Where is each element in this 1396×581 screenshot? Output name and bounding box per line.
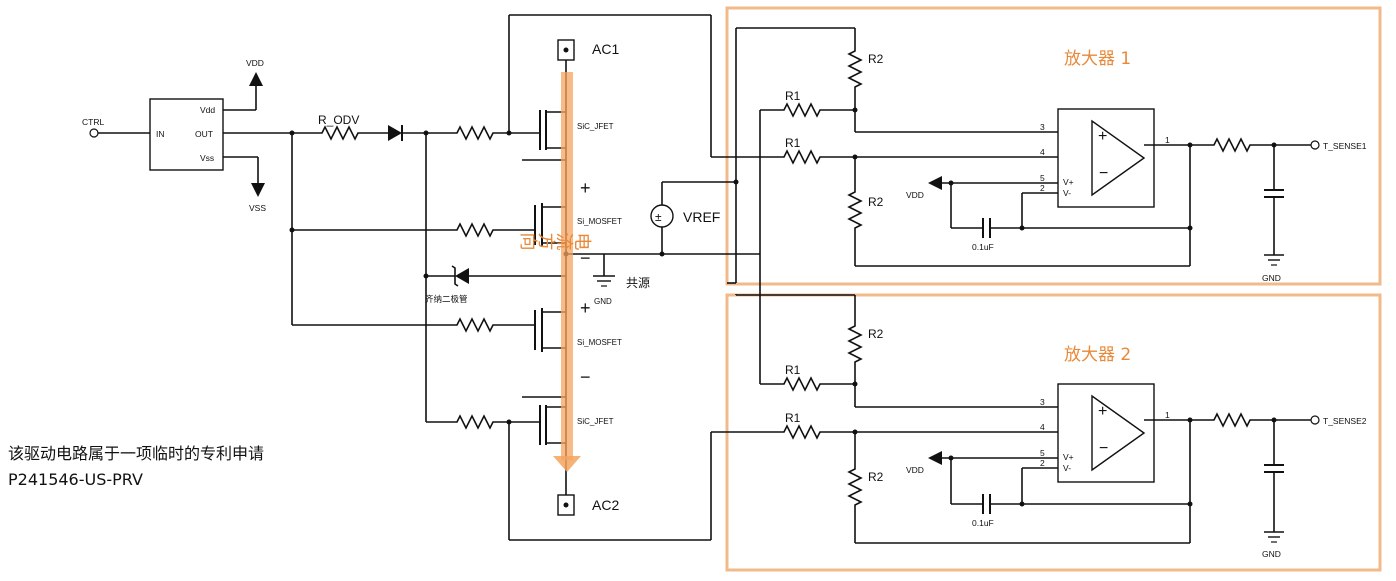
gnd-label-a1: GND xyxy=(1262,273,1281,283)
resistor-gate-jfet-top xyxy=(452,126,498,140)
r1-label-a2-bottom: R1 xyxy=(785,411,801,425)
vminus-a1: V- xyxy=(1063,188,1071,198)
resistor-gate-mosfet-top xyxy=(452,223,498,237)
r1-label-a1-bottom: R1 xyxy=(785,136,801,150)
si-mosfet-top-label: Si_MOSFET xyxy=(577,217,622,226)
pin1-a2: 1 xyxy=(1165,410,1170,420)
driver-ic xyxy=(149,98,224,171)
vplus-a1: V+ xyxy=(1063,177,1074,187)
current-direction-label: 电流方向 xyxy=(520,230,592,251)
ac1-label: AC1 xyxy=(592,41,619,57)
current-direction-arrow xyxy=(561,72,573,460)
diode xyxy=(388,125,402,141)
resistor-gate-mosfet-bottom xyxy=(452,318,498,332)
pin2-a1: 2 xyxy=(1040,183,1045,193)
pin2-a2: 2 xyxy=(1040,458,1045,468)
amplifier-2-circuit xyxy=(710,254,1320,544)
ac2-label: AC2 xyxy=(592,497,619,513)
vref-sign: ± xyxy=(655,210,662,224)
sic-jfet-top xyxy=(522,110,566,161)
plus-sign-bottom: + xyxy=(580,298,591,318)
r-odv-label: R_ODV xyxy=(318,113,359,127)
vminus-a2: V- xyxy=(1063,463,1071,473)
pin4-a2: 4 xyxy=(1040,422,1045,432)
vdd-arrow xyxy=(249,72,263,86)
pin4-a1: 4 xyxy=(1040,147,1045,157)
pin5-a2: 5 xyxy=(1040,448,1045,458)
zener-label: 齐纳二极管 xyxy=(425,294,468,304)
si-mosfet-bottom-label: Si_MOSFET xyxy=(577,338,622,347)
vdd-label-a2: VDD xyxy=(906,465,924,475)
plus-sign-top: + xyxy=(580,178,591,198)
pin1-a1: 1 xyxy=(1165,135,1170,145)
cap-label-a2: 0.1uF xyxy=(972,518,994,528)
zener-diode xyxy=(455,268,469,284)
vref-label: VREF xyxy=(683,209,720,225)
amplifier-1-circuit xyxy=(710,15,1320,284)
gnd-label-driver: GND xyxy=(594,297,612,306)
vdd-pin-label: Vdd xyxy=(200,105,215,115)
vdd-label: VDD xyxy=(246,58,264,68)
vss-arrow xyxy=(251,183,265,197)
pin3-a2: 3 xyxy=(1040,397,1045,407)
common-source-label: 共源 xyxy=(626,276,650,290)
minus-sign-top: − xyxy=(580,248,591,268)
gate-driver xyxy=(89,72,318,197)
resistor-gate-jfet-bottom xyxy=(452,415,498,429)
amplifier-1-box xyxy=(725,6,1382,286)
t-sense2-label: T_SENSE2 xyxy=(1323,416,1367,426)
sic-jfet-bottom xyxy=(522,396,566,445)
patent-note-line2: P241546-US-PRV xyxy=(8,470,143,489)
r1-label-a2-top: R1 xyxy=(785,363,801,377)
amplifier-2-title: 放大器 2 xyxy=(1064,345,1131,365)
ctrl-terminal xyxy=(89,128,99,138)
vss-pin-label: Vss xyxy=(200,153,214,163)
vdd-label-a1: VDD xyxy=(906,190,924,200)
r2-label-a2-top: R2 xyxy=(868,327,884,341)
cap-label-a1: 0.1uF xyxy=(972,242,994,252)
gnd-label-a2: GND xyxy=(1262,549,1281,559)
t-sense1-label: T_SENSE1 xyxy=(1323,141,1367,151)
sic-jfet-bottom-label: SiC_JFET xyxy=(577,417,614,426)
r2-label-a1-bottom: R2 xyxy=(868,195,884,209)
r2-label-a2-bottom: R2 xyxy=(868,470,884,484)
pin5-a1: 5 xyxy=(1040,173,1045,183)
vplus-a2: V+ xyxy=(1063,452,1074,462)
sic-jfet-top-label: SiC_JFET xyxy=(577,122,614,131)
r2-label-a1-top: R2 xyxy=(868,52,884,66)
resistor-r-odv xyxy=(317,126,363,140)
amplifier-1-title: 放大器 1 xyxy=(1064,49,1131,69)
r1-label-a1-top: R1 xyxy=(785,89,801,103)
minus-sign-bottom: − xyxy=(580,367,591,387)
ctrl-label: CTRL xyxy=(82,117,104,127)
in-pin-label: IN xyxy=(156,129,165,139)
pin3-a1: 3 xyxy=(1040,122,1045,132)
patent-note-line1: 该驱动电路属于一项临时的专利申请 xyxy=(8,444,265,463)
out-pin-label: OUT xyxy=(195,129,213,139)
vss-label: VSS xyxy=(249,203,266,213)
